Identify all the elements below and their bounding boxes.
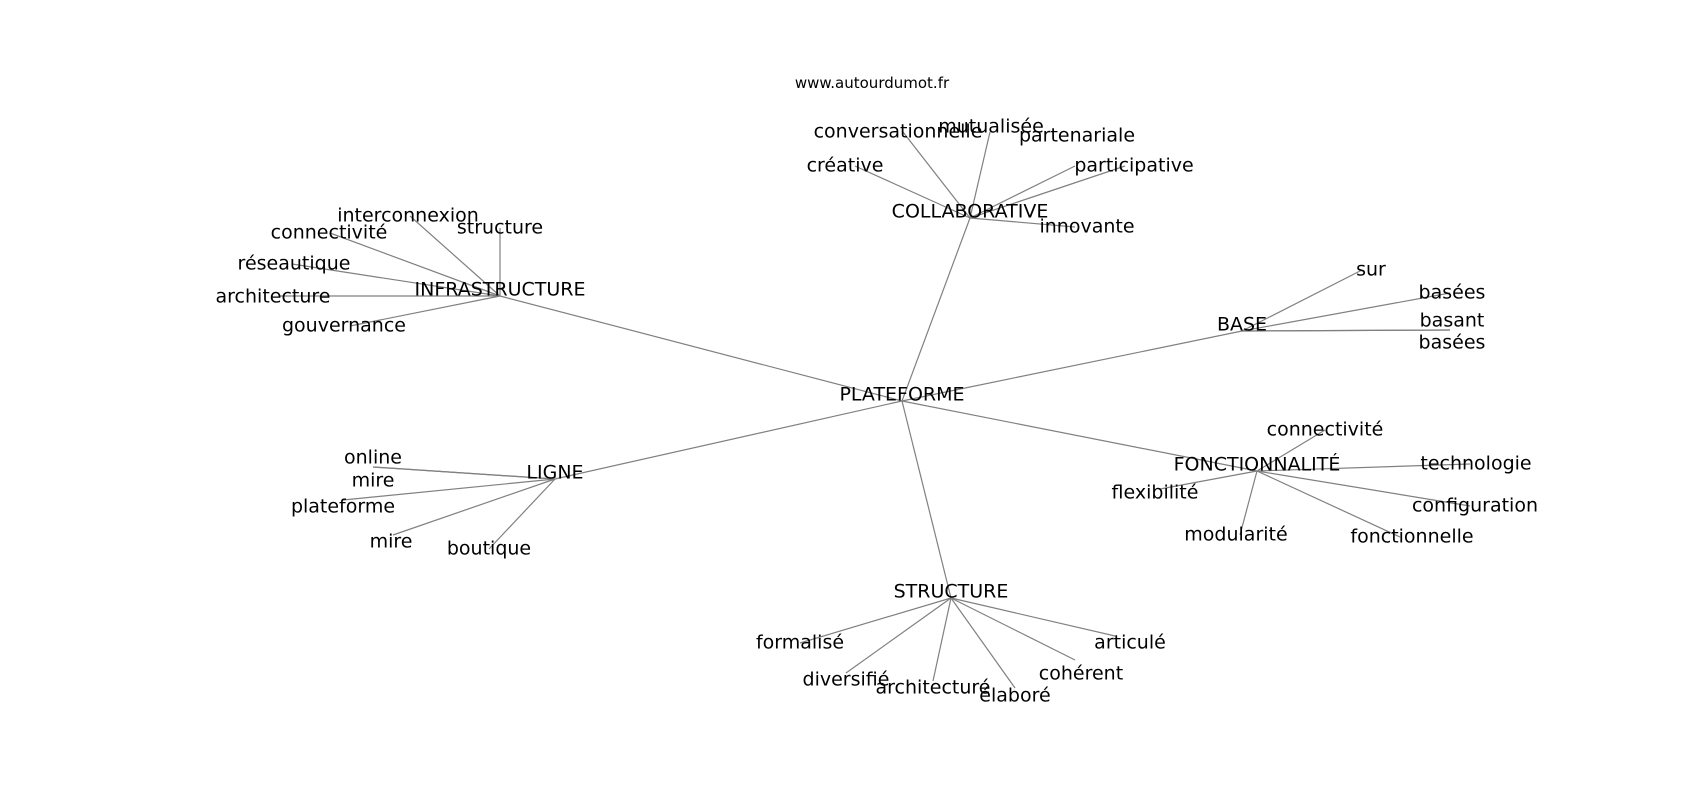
edge-hub-to-leaf	[854, 165, 971, 219]
leaf-node-label: modularité	[1184, 524, 1287, 546]
leaf-node-label: sur	[1356, 259, 1386, 281]
leaf-node-label: flexibilité	[1112, 482, 1199, 504]
leaf-node-label: mire	[352, 470, 395, 492]
edge-hub-to-leaf	[1256, 470, 1471, 507]
leaf-node-label: mutualisée	[938, 116, 1044, 138]
edge-hub-to-leaf	[1256, 470, 1401, 538]
edge-hub-to-leaf	[845, 597, 952, 674]
edge-hub-to-leaf	[372, 466, 556, 480]
graph-edges	[280, 131, 1471, 689]
leaf-node-label: technologie	[1420, 453, 1531, 475]
leaf-node-label: formalisé	[756, 632, 844, 654]
edge-root-to-hub	[554, 400, 903, 480]
leaf-node-label: réseautique	[238, 253, 351, 275]
hub-node-label: STRUCTURE	[894, 581, 1009, 603]
edge-hub-to-leaf	[409, 215, 501, 297]
leaf-node-label: conversationnelle	[814, 121, 983, 143]
leaf-node-label: innovante	[1039, 216, 1134, 238]
edge-hub-to-leaf	[392, 478, 556, 536]
leaf-node-label: élaboré	[979, 685, 1050, 707]
leaf-node-label: cohérent	[1039, 663, 1123, 685]
edge-hub-to-leaf	[950, 597, 1016, 689]
edge-hub-to-leaf	[1239, 470, 1258, 536]
edge-hub-to-leaf	[799, 597, 952, 644]
hub-node-label: BASE	[1217, 314, 1267, 336]
edge-hub-to-leaf	[1256, 463, 1471, 472]
leaf-node-label: basées	[1419, 282, 1486, 304]
leaf-node-label: connectivité	[271, 222, 388, 244]
hub-node-label: LIGNE	[526, 462, 583, 484]
hub-node-label: FONCTIONNALITÉ	[1174, 453, 1341, 476]
edge-hub-to-leaf	[329, 232, 501, 297]
leaf-node-label: basant	[1420, 310, 1485, 332]
leaf-node-label: basées	[1419, 332, 1486, 354]
leaf-node-label: gouvernance	[282, 315, 406, 337]
edge-root-to-hub	[901, 400, 1258, 472]
edge-hub-to-leaf	[969, 131, 991, 219]
edge-hub-to-leaf	[969, 217, 1076, 228]
edge-hub-to-leaf	[969, 165, 1126, 219]
leaf-node-label: mire	[370, 531, 413, 553]
edge-hub-to-leaf	[950, 597, 1076, 661]
edge-root-to-hub	[901, 330, 1243, 402]
leaf-node-label: architecture	[216, 286, 331, 308]
edge-hub-to-leaf	[1159, 470, 1258, 490]
edge-hub-to-leaf	[488, 478, 556, 550]
leaf-node-label: participative	[1074, 155, 1193, 177]
hub-node-label: COLLABORATIVE	[892, 201, 1049, 223]
edge-hub-to-leaf	[969, 165, 1076, 219]
edge-hub-to-leaf	[349, 295, 501, 327]
leaf-node-label: fonctionnelle	[1350, 526, 1473, 548]
edge-hub-to-leaf	[950, 597, 1116, 637]
leaf-node-label: architecturé	[876, 677, 991, 699]
leaf-node-label: online	[344, 447, 402, 469]
edge-root-to-hub	[901, 217, 971, 402]
leaf-node-label: structure	[457, 217, 543, 239]
hub-node-label: INFRASTRUCTURE	[415, 279, 586, 301]
leaf-node-label: créative	[807, 155, 884, 177]
leaf-node-label: plateforme	[291, 496, 395, 518]
edge-hub-to-leaf	[1241, 329, 1451, 332]
graph-labels: PLATEFORME COLLABORATIVE créative conversat…	[216, 116, 1539, 707]
root-node-label: PLATEFORME	[839, 384, 964, 406]
edge-root-to-hub	[499, 295, 903, 402]
leaf-node-label: articulé	[1094, 632, 1166, 654]
leaf-node-label: interconnexion	[337, 205, 479, 227]
edge-hub-to-leaf	[1241, 269, 1363, 332]
leaf-node-label: configuration	[1412, 495, 1538, 517]
watermark-url: www.autourdumot.fr	[795, 74, 950, 92]
edge-hub-to-leaf	[932, 597, 952, 682]
edge-hub-to-leaf	[291, 263, 501, 297]
edge-hub-to-leaf	[1256, 429, 1326, 472]
edge-hub-to-leaf	[1241, 292, 1451, 332]
leaf-node-label: boutique	[447, 538, 531, 560]
leaf-node-label: partenariale	[1019, 125, 1135, 147]
leaf-node-label: connectivité	[1267, 419, 1384, 441]
edge-hub-to-leaf	[342, 478, 556, 501]
edge-hub-to-leaf	[902, 131, 971, 219]
leaf-node-label: diversifié	[803, 669, 890, 691]
edge-root-to-hub	[901, 400, 952, 599]
